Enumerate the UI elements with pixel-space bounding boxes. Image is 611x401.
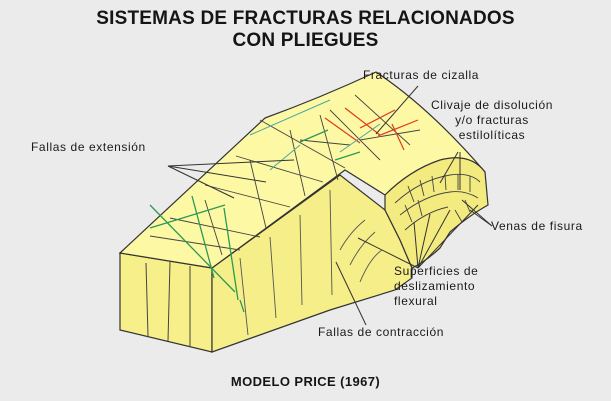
label-fissure-veins: Venas de fisura (491, 219, 583, 233)
block-side-face (211, 174, 413, 353)
title-line-2: CON PLIEGUES (232, 30, 379, 51)
shear-fractures-red (324, 107, 419, 151)
label-dissolution-cleavage-line-3: estilolíticas (458, 128, 526, 142)
shear-fractures-green (149, 129, 361, 313)
label-flexural-slip: Superficies de deslizamiento flexural (394, 264, 478, 309)
block-front-face (119, 252, 213, 353)
front-face-fractures (145, 261, 191, 347)
label-flexural-slip-line-3: flexural (394, 294, 438, 308)
top-surface-fractures (149, 94, 421, 256)
end-face-structures (394, 173, 481, 231)
label-dissolution-cleavage-line-2: y/o fracturas (455, 113, 529, 127)
label-contraction-faults: Fallas de contracción (318, 325, 444, 339)
label-flexural-slip-line-1: Superficies de (394, 264, 479, 278)
figure-caption: MODELO PRICE (1967) (230, 374, 381, 389)
figure-title: SISTEMAS DE FRACTURAS RELACIONADOS CON P… (0, 8, 611, 52)
shear-fractures-teal (249, 99, 381, 171)
label-dissolution-cleavage: Clivaje de disolución y/o fracturas esti… (431, 98, 553, 143)
title-line-1: SISTEMAS DE FRACTURAS RELACIONADOS (96, 8, 515, 29)
side-face-fractures (239, 189, 383, 336)
label-shear-fractures: Fracturas de cizalla (363, 68, 480, 82)
leader-lines (167, 85, 493, 326)
label-dissolution-cleavage-line-1: Clivaje de disolución (431, 98, 553, 112)
label-flexural-slip-line-2: deslizamiento (394, 279, 476, 293)
label-extension-faults: Fallas de extensión (31, 140, 146, 154)
